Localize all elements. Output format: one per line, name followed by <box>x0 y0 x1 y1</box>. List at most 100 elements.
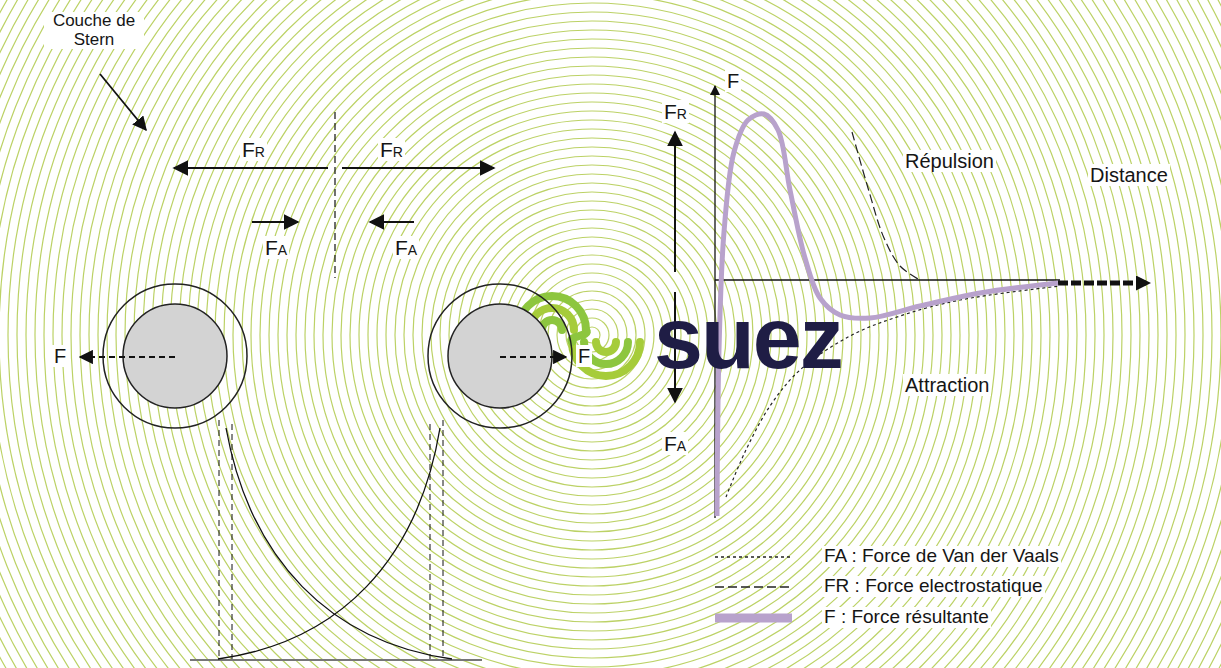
background-circle <box>89 0 1095 668</box>
logo-swirl-arc <box>596 342 616 352</box>
distance-axis <box>715 279 1060 280</box>
logo-swirl-arc <box>572 342 640 376</box>
projection-line <box>219 420 220 660</box>
force-symbol: FA <box>662 432 688 455</box>
background-circle <box>197 0 987 668</box>
background-circle <box>152 0 1032 668</box>
potential-curve <box>226 428 452 659</box>
legend-text: FA : Force de Van der Vaals <box>822 546 1061 567</box>
double-layer-circle <box>428 284 572 428</box>
background-circle <box>107 0 1077 668</box>
logo-swirl-link <box>571 330 587 342</box>
force-arrow <box>500 356 566 358</box>
background-circle <box>8 0 1176 668</box>
distance-arrow <box>1058 281 1148 286</box>
legend-text: FR : Force electrostatique <box>822 576 1045 597</box>
background-circle <box>215 0 969 668</box>
legend-sample-line <box>715 614 792 623</box>
repulsion-arrow <box>674 132 676 272</box>
double-layer-circle <box>103 284 247 428</box>
background-circle <box>161 0 1023 668</box>
background-circle <box>278 21 906 649</box>
legend-sample-line <box>715 586 792 588</box>
force-symbol: FR <box>662 100 689 123</box>
background-circle <box>17 0 1167 668</box>
force-arrow <box>80 356 175 358</box>
symmetry-line <box>334 112 335 278</box>
background-circle <box>80 0 1104 668</box>
background-circle <box>179 0 1005 668</box>
background-circle <box>251 0 933 668</box>
axis-label: F <box>725 70 741 92</box>
force-symbol: FR <box>378 138 405 161</box>
background-circle <box>35 0 1149 668</box>
legend-sample-line <box>715 556 792 558</box>
region-label: Attraction <box>903 374 991 396</box>
background-circle <box>143 0 1041 668</box>
force-symbol: F <box>52 345 68 367</box>
force-symbol: FA <box>393 236 419 259</box>
projection-line <box>430 424 431 660</box>
background-circle <box>125 0 1059 668</box>
legend-samples <box>715 557 792 618</box>
force-symbol: FR <box>240 138 267 161</box>
background-circle <box>53 0 1131 668</box>
background-circle <box>224 0 960 668</box>
repulsion-arrow <box>174 167 328 169</box>
background-circle <box>314 57 870 613</box>
background-circle <box>305 48 879 622</box>
background-circle <box>188 0 996 668</box>
background-circle <box>0 0 1194 668</box>
background-circle <box>260 3 924 667</box>
background-circle <box>26 0 1158 668</box>
background-circle <box>269 12 915 658</box>
projection-line <box>443 420 444 660</box>
background-circle <box>206 0 978 668</box>
legend-text: F : Force résultante <box>822 607 991 628</box>
potential-curve <box>218 428 440 659</box>
background-circle <box>233 0 951 668</box>
particle-circle <box>448 304 552 408</box>
repulsion-arrow <box>342 167 494 169</box>
background-circle <box>0 0 1185 668</box>
background-circle <box>62 0 1122 668</box>
force-symbol: F <box>576 345 592 367</box>
region-label: Répulsion <box>903 150 996 172</box>
background-circle <box>98 0 1086 668</box>
background-circle <box>287 30 897 640</box>
watermark-logo: suez <box>650 290 846 387</box>
attraction-arrow <box>252 221 298 223</box>
particle-circle <box>123 304 227 408</box>
